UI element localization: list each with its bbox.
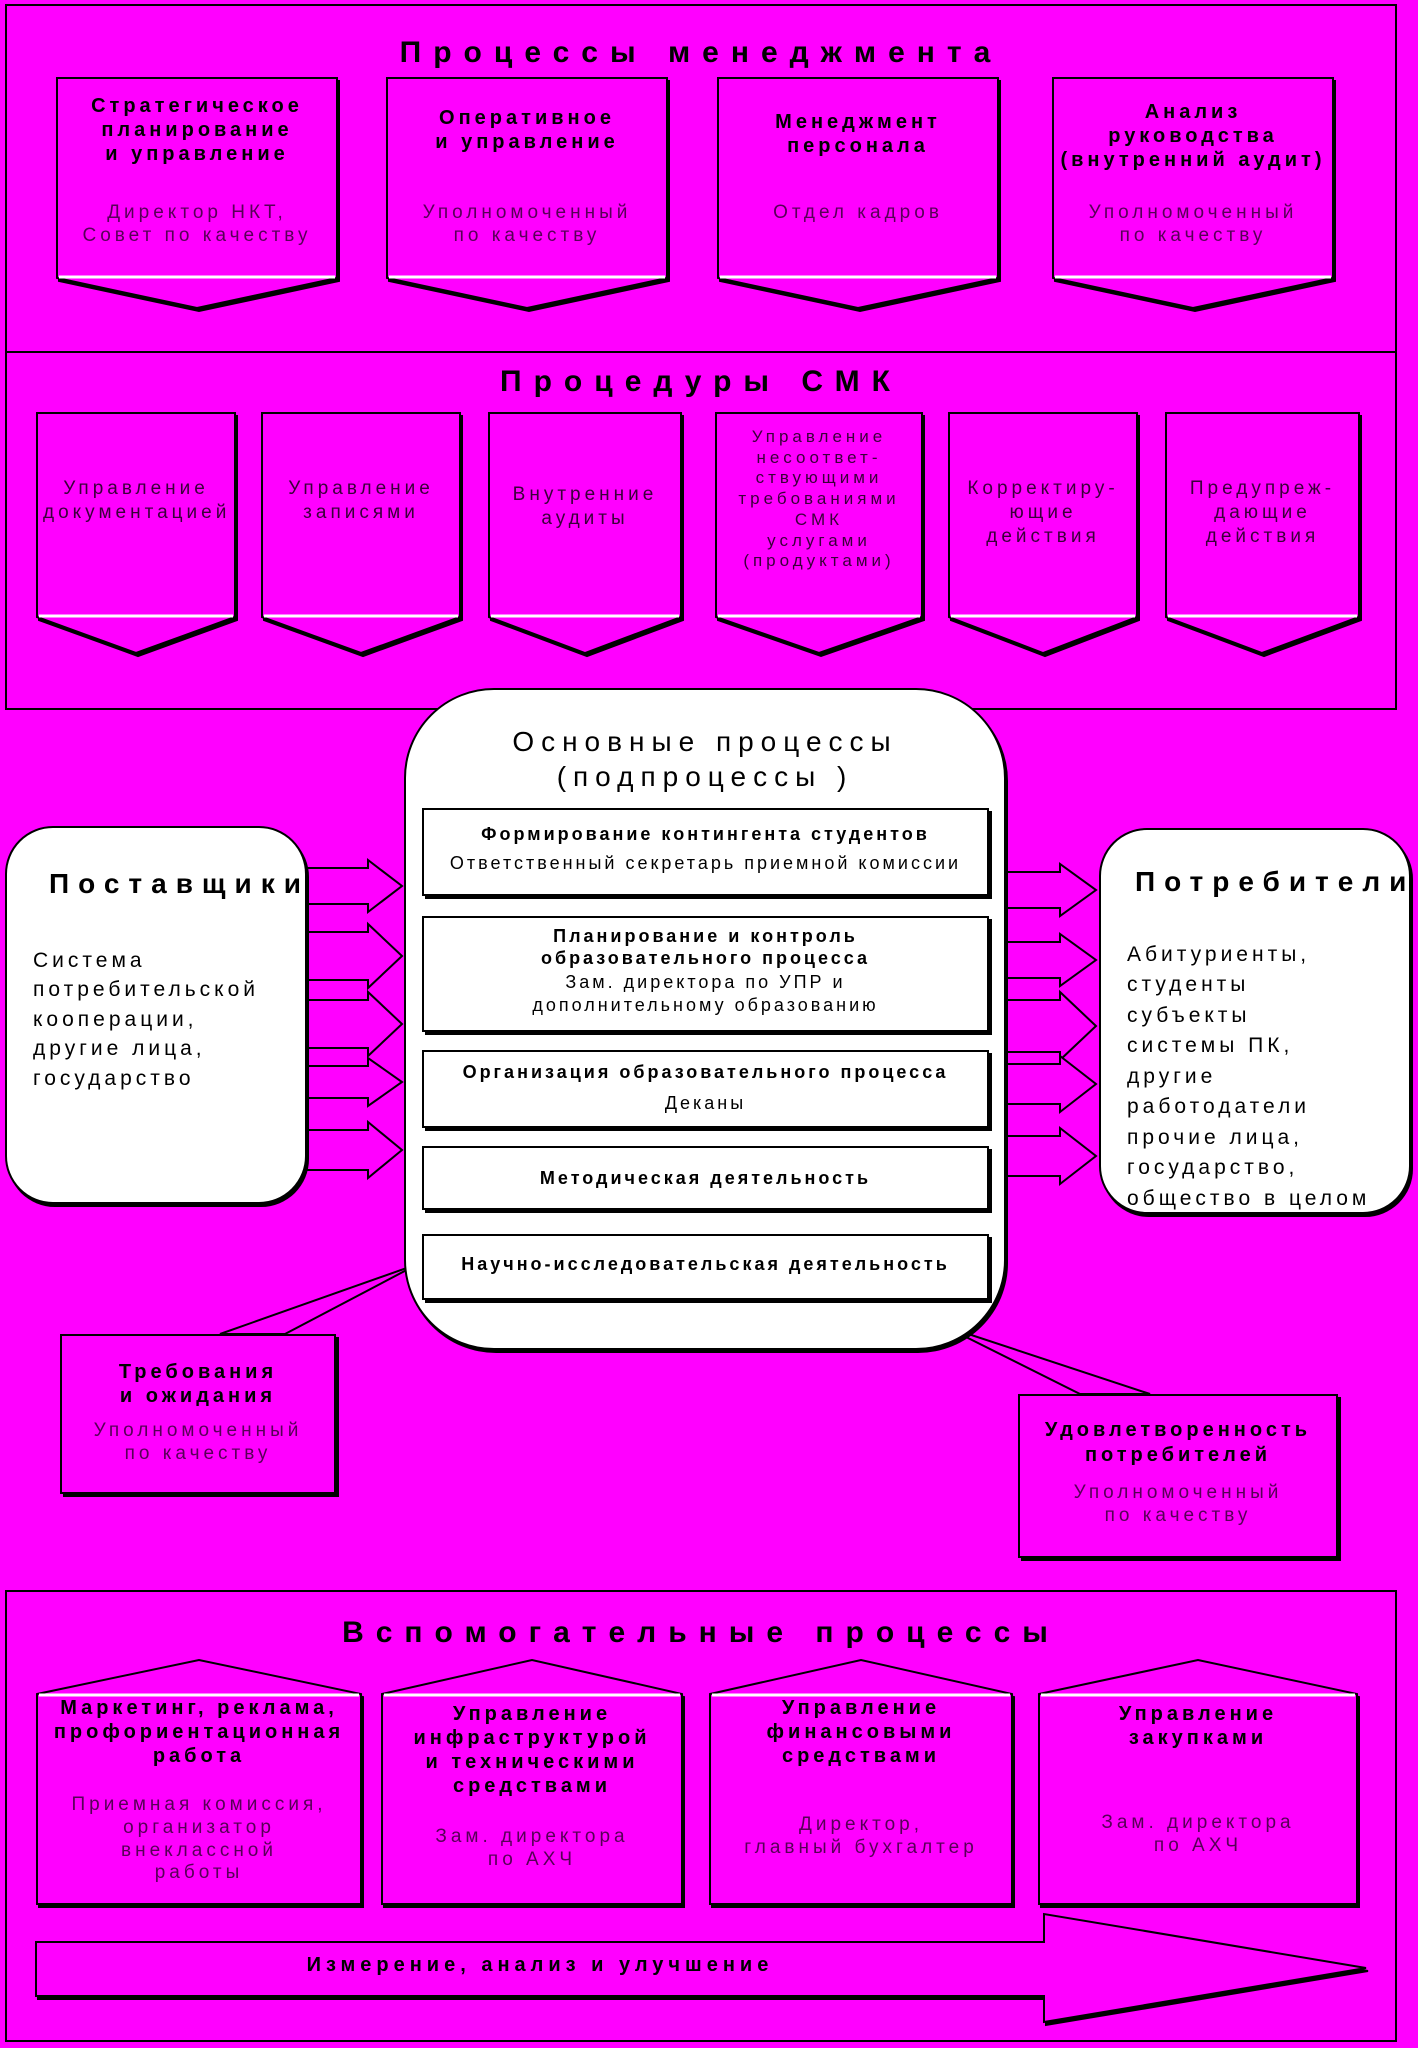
satisfaction-box: Удовлетворенность потребителей Уполномоч… — [1018, 1394, 1338, 1558]
support-card-resp: Зам. директора по АХЧ — [435, 1826, 629, 1870]
subprocess-resp: Зам. директора по УПР и дополнительному … — [532, 972, 879, 1015]
qms-card-nonconformity: Управление несоответ- ствующими требован… — [715, 412, 923, 655]
management-card-operational: Оперативное и управление Уполномоченный … — [386, 77, 668, 310]
management-title: Процессы менеджмента — [399, 36, 1003, 69]
requirements-resp: Уполномоченный по качеству — [93, 1420, 303, 1464]
management-card-resp: Уполномоченный по качеству — [1088, 202, 1298, 246]
suppliers-title: Поставщики — [49, 868, 310, 899]
subprocess-resp: Ответственный секретарь приемной комисси… — [449, 853, 962, 873]
subprocess-organization: Организация образовательного процесса Де… — [422, 1050, 989, 1128]
qms-card-label: Управление несоответ- ствующими требован… — [738, 427, 900, 571]
qms-card-preventive: Предупреж- дающие действия — [1165, 412, 1360, 655]
management-card-resp: Отдел кадров — [773, 202, 943, 223]
support-card-resp: Директор, главный бухгалтер — [744, 1814, 978, 1858]
support-card-resp: Зам. директора по АХЧ — [1101, 1812, 1295, 1856]
management-card-resp: Директор НКТ, Совет по качеству — [82, 202, 312, 246]
consumers-text: Абитуриенты, студенты субъекты системы П… — [1127, 943, 1371, 1210]
management-card-strategic: Стратегическое планирование и управление… — [56, 77, 338, 310]
requirements-callout — [219, 1263, 419, 1335]
qms-card-records: Управление записями — [261, 412, 461, 655]
qms-card-audits: Внутренние аудиты — [488, 412, 682, 655]
support-card-title: Управление финансовыми средствами — [766, 1697, 956, 1767]
consumers-panel: Потребители Абитуриенты, студенты субъек… — [1099, 828, 1411, 1214]
qms-card-corrective: Корректиру- ющие действия — [948, 412, 1138, 655]
management-card-title: Стратегическое планирование и управление — [91, 95, 303, 165]
satisfaction-callout — [943, 1325, 1151, 1395]
improvement-arrow: Измерение, анализ и улучшение — [35, 1912, 1367, 2024]
management-card-title: Оперативное и управление — [435, 107, 619, 153]
supplier-arrows — [304, 857, 404, 1181]
consumers-title: Потребители — [1135, 866, 1416, 897]
suppliers-text: Система потребительской кооперации, друг… — [33, 949, 259, 1090]
subprocess-resp: Деканы — [664, 1093, 747, 1113]
subprocess-title: Организация образовательного процесса — [462, 1062, 949, 1082]
management-card-title: Менеджмент персонала — [775, 111, 941, 157]
consumer-arrows — [1005, 862, 1098, 1187]
subprocess-planning: Планирование и контроль образовательного… — [422, 916, 989, 1032]
subprocess-enrollment: Формирование контингента студентов Ответ… — [422, 808, 989, 896]
support-card-title: Управление закупками — [1118, 1703, 1278, 1749]
support-section: Вспомогательные процессы — [5, 1590, 1397, 2042]
support-card-marketing: Маркетинг, реклама, профориентационная р… — [36, 1658, 362, 1905]
subprocess-research: Научно-исследовательская деятельность — [422, 1234, 989, 1300]
support-card-procurement: Управление закупками Зам. директора по А… — [1038, 1658, 1358, 1905]
subprocess-title: Планирование и контроль образовательного… — [540, 926, 871, 968]
qms-card-label: Управление записями — [288, 478, 434, 523]
qms-title: Процедуры СМК — [500, 365, 902, 398]
support-card-finance: Управление финансовыми средствами Директ… — [709, 1658, 1013, 1905]
improvement-label: Измерение, анализ и улучшение — [306, 1954, 774, 1976]
core-title: Основные процессы (подпроцессы ) — [512, 726, 898, 792]
satisfaction-title: Удовлетворенность потребителей — [1044, 1419, 1312, 1466]
qms-card-label: Предупреж- дающие действия — [1189, 478, 1336, 547]
qms-card-label: Внутренние аудиты — [512, 484, 658, 529]
support-card-resp: Приемная комиссия, организатор внеклассн… — [71, 1794, 327, 1884]
requirements-box: Требования и ожидания Уполномоченный по … — [60, 1334, 336, 1494]
requirements-title: Требования и ожидания — [118, 1361, 278, 1407]
management-card-personnel: Менеджмент персонала Отдел кадров — [717, 77, 999, 310]
qms-card-label: Управление документацией — [43, 478, 231, 523]
suppliers-panel: Поставщики Система потребительской коопе… — [5, 826, 307, 1204]
support-card-title: Управление инфраструктурой и техническим… — [413, 1703, 651, 1797]
management-card-resp: Уполномоченный по качеству — [422, 202, 632, 246]
support-card-infrastructure: Управление инфраструктурой и техническим… — [381, 1658, 683, 1905]
management-card-title: Анализ руководства (внутренний аудит) — [1060, 101, 1326, 171]
qms-card-documentation: Управление документацией — [36, 412, 236, 655]
subprocess-methodical: Методическая деятельность — [422, 1146, 989, 1210]
qms-card-label: Корректиру- ющие действия — [967, 478, 1119, 547]
support-card-title: Маркетинг, реклама, профориентационная р… — [53, 1697, 345, 1767]
management-card-review: Анализ руководства (внутренний аудит) Уп… — [1052, 77, 1334, 310]
satisfaction-resp: Уполномоченный по качеству — [1073, 1482, 1283, 1526]
subprocess-title: Формирование контингента студентов — [481, 824, 930, 844]
subprocess-title: Научно-исследовательская деятельность — [461, 1254, 950, 1274]
subprocess-title: Методическая деятельность — [539, 1168, 872, 1188]
support-title: Вспомогательные процессы — [342, 1616, 1060, 1649]
